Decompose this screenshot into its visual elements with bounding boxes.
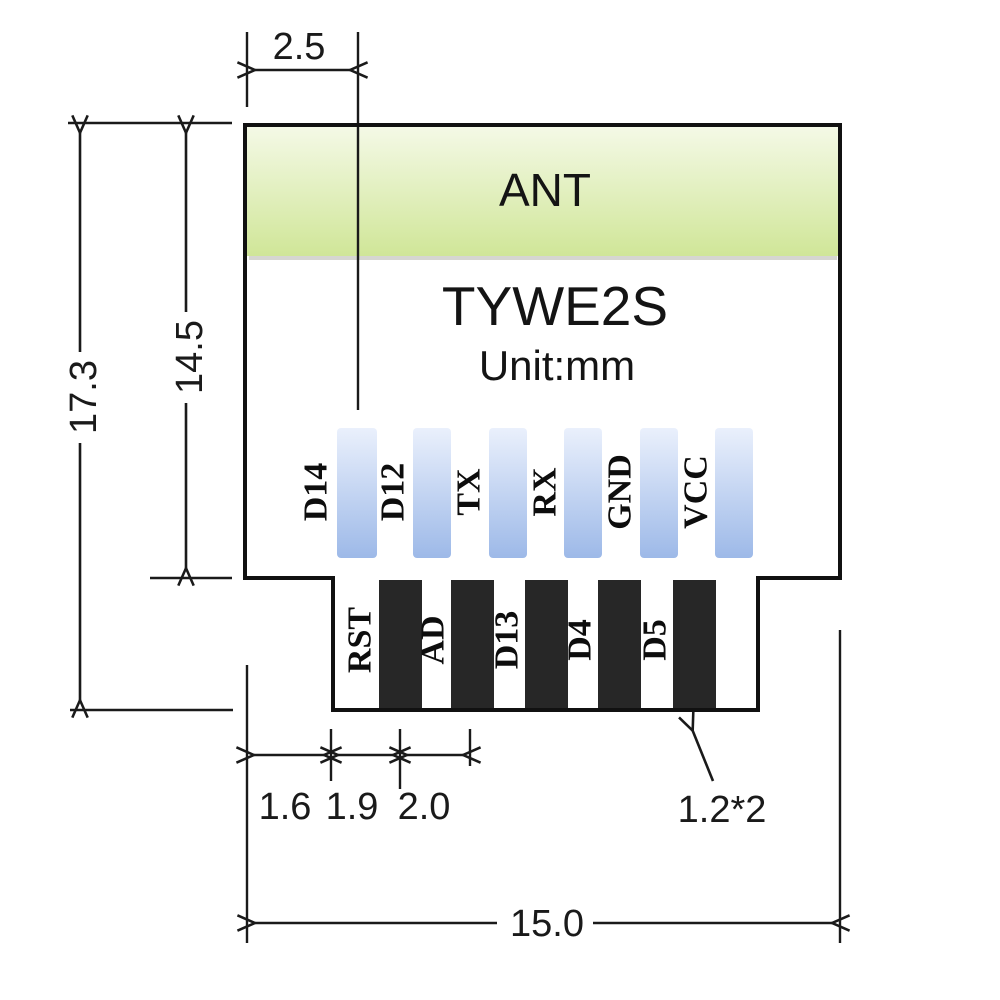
bottom-pad-label: RST [342,607,379,673]
dim-value-left-margin: 1.6 [259,786,312,828]
antenna-region [247,127,838,256]
dim-value-pad-size: 1.2*2 [678,789,767,831]
dim-body-height: 14.5 [150,131,232,578]
module-body-fill [245,125,840,710]
bottom-pad [451,580,494,708]
module-name: TYWE2S [442,275,668,337]
dim-value-antenna-feed-offset: 2.5 [273,26,326,68]
top-pad [489,428,527,558]
top-pad-label: D12 [375,463,412,522]
dim-value-pad-pitch: 2.0 [398,786,451,828]
top-pads: D14 D12 TX RX GND VCC [298,428,753,558]
bottom-pad-label: AD [415,615,452,664]
module-body-outline [243,123,842,712]
top-pad-label: RX [527,467,564,517]
top-pad [715,428,753,558]
bottom-pad [598,580,641,708]
top-pad [413,428,451,558]
dim-value-overall-height: 17.3 [63,360,105,434]
dim-value-first-pad-spacing: 1.9 [326,786,379,828]
antenna-region-shadow [249,256,837,260]
bottom-pad-label: D13 [489,611,526,670]
module-body: D14 D12 TX RX GND VCC RST AD D13 D4 D5 A… [243,32,842,712]
dim-value-overall-width: 15.0 [510,903,584,945]
top-pad-label: TX [451,468,488,516]
dim-left-margin: 1.6 [252,755,326,828]
dim-bottom-pitches: 1.6 1.9 2.0 [247,665,470,943]
top-pad [564,428,602,558]
dim-first-pad-spacing: 1.9 [326,755,395,828]
bottom-pad-label: D5 [637,619,674,661]
bottom-pads: RST AD D13 D4 D5 [342,580,716,708]
top-pad [337,428,377,558]
top-pad-label: D14 [298,463,335,522]
unit-note: Unit:mm [479,342,635,389]
bottom-pad-label: D4 [562,619,599,661]
dim-overall-width: 15.0 [253,630,840,945]
leader-arrow [692,729,715,782]
top-pad-label: GND [602,454,639,530]
bottom-pad [525,580,568,708]
antenna-label: ANT [499,164,591,216]
bottom-pad [673,580,716,708]
dim-pad-pitch: 2.0 [398,755,465,828]
dim-antenna-feed-offset: 2.5 [247,26,352,107]
top-pad-label: VCC [678,455,715,529]
dim-pad-size-callout: 1.2*2 [678,729,767,831]
dim-value-body-height: 14.5 [169,320,211,394]
bottom-pad [379,580,422,708]
dim-overall-height: 17.3 [63,123,233,710]
top-pad [640,428,678,558]
